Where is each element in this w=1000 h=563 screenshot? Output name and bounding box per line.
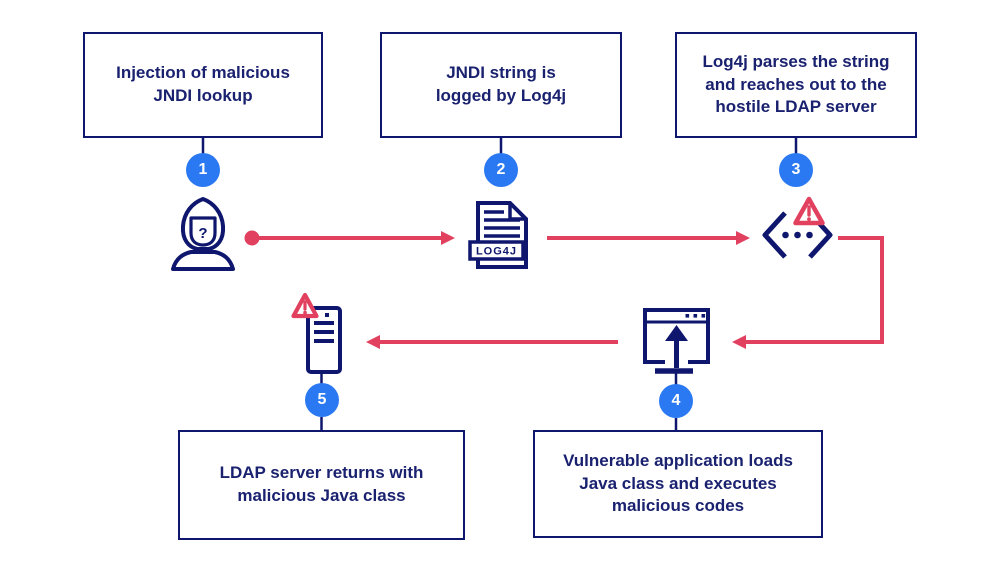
step-1-box: Injection of malicious JNDI lookup (83, 32, 323, 138)
server-slot-bars (314, 321, 334, 343)
left-angle-bracket (762, 211, 787, 259)
shoulders-outline (171, 250, 235, 271)
flow-start-dot (244, 230, 260, 246)
ldap-server-warning-icon (288, 288, 344, 376)
log4j-document-icon: LOG4J (468, 200, 532, 270)
browser-window-outline (643, 308, 710, 364)
hood-outline (180, 197, 226, 251)
application-upload-icon (641, 304, 713, 376)
arrow-log4j-to-parser (547, 231, 750, 245)
hooded-attacker-icon: ? (170, 196, 236, 272)
step-2-badge: 2 (484, 153, 518, 187)
arrow-attacker-to-log4j (259, 231, 455, 245)
warning-triangle-icon (291, 292, 319, 319)
log4j-label-plate (468, 240, 525, 261)
step-3-badge: 3 (779, 153, 813, 187)
attack-flow-arrows (244, 230, 884, 349)
server-led-dot (325, 313, 329, 317)
step-4-badge: 4 (659, 384, 693, 418)
step-1-badge: 1 (186, 153, 220, 187)
step-3-box: Log4j parses the string and reaches out … (675, 32, 917, 138)
arrow-application-to-ldap-server (366, 335, 618, 349)
arrow-parser-to-application (732, 236, 884, 349)
code-brackets-warning-icon (758, 196, 842, 262)
step-4-box: Vulnerable application loads Java class … (533, 430, 823, 538)
warning-triangle-icon (793, 196, 825, 226)
step-2-box: JNDI string is logged by Log4j (380, 32, 622, 138)
face-outline (189, 216, 217, 247)
step-5-box: LDAP server returns with malicious Java … (178, 430, 465, 540)
code-ellipsis-dots (782, 231, 813, 239)
log4j-label: LOG4J (476, 246, 517, 258)
file-text-lines (484, 210, 520, 238)
step-5-badge: 5 (305, 383, 339, 417)
question-mark: ? (198, 225, 207, 242)
upload-arrow (665, 325, 688, 368)
browser-titlebar-dots (685, 314, 706, 318)
server-tower-outline (306, 306, 342, 374)
